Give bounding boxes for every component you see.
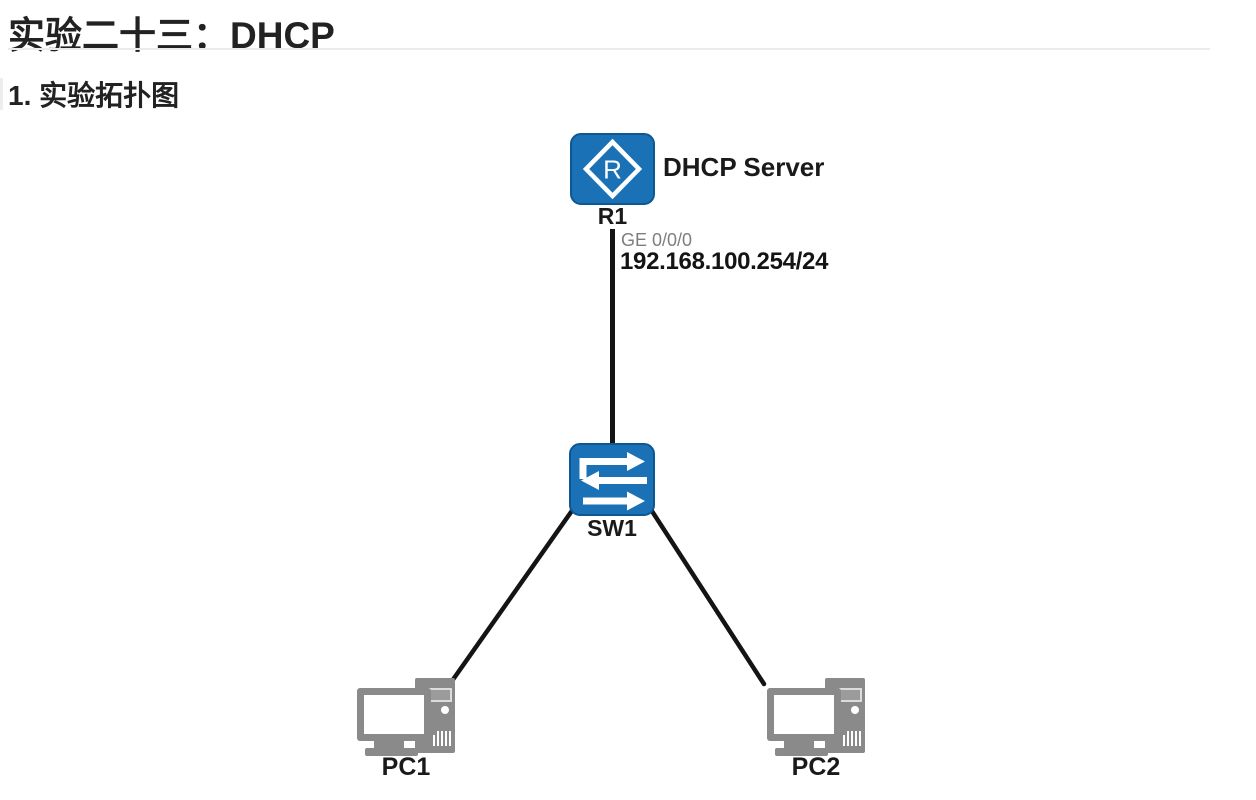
pc-power-button (441, 706, 449, 714)
title-divider (8, 48, 1210, 50)
ip-address-label: 192.168.100.254/24 (620, 248, 829, 275)
pc-vent (851, 731, 853, 746)
pc2-icon-shapes (767, 678, 865, 756)
router-label: R1 (597, 203, 628, 229)
section-heading: 1. 实验拓扑图 (8, 80, 180, 111)
pc-vent (847, 731, 849, 746)
switch-arrow-top-head (627, 452, 645, 471)
router-diamond-shape (582, 138, 643, 200)
pc-monitor-neck (784, 741, 814, 748)
pc-vent (449, 731, 451, 746)
pc-vent (441, 731, 443, 746)
router-icon: R (570, 133, 655, 205)
pc1-label: PC1 (381, 753, 431, 781)
pc-vent (433, 735, 435, 746)
pc-monitor-screen (364, 695, 424, 734)
pc-monitor-screen (774, 695, 834, 734)
pc2-label: PC2 (791, 753, 841, 781)
pc-power-button (851, 706, 859, 714)
pc-monitor-neck (374, 741, 404, 748)
pc-vent (445, 731, 447, 746)
pc-vent (859, 731, 861, 746)
pc-monitor-base (365, 748, 418, 756)
pc-vent (855, 731, 857, 746)
link-sw1-pc2 (645, 502, 767, 687)
switch-label: SW1 (587, 515, 637, 541)
switch-arrow-bottom-head (627, 491, 645, 511)
switch-icon (569, 443, 655, 516)
switch-arrow-top-shaft (579, 458, 627, 479)
pc1-icon-shapes (357, 678, 455, 756)
link-sw1-pc1 (449, 502, 579, 684)
pc1-icon (357, 678, 455, 756)
router-icon-letter: R (603, 155, 622, 185)
interface-label: GE 0/0/0 (621, 230, 693, 250)
left-edge-marker (0, 78, 3, 110)
router-icon-body (570, 133, 655, 205)
dhcp-server-annotation: DHCP Server (663, 152, 825, 182)
pc2-icon (767, 678, 865, 756)
switch-arrow-middle-head (581, 471, 599, 490)
pc-monitor-base (775, 748, 828, 756)
pc-vent (843, 735, 845, 746)
pc-vent (437, 731, 439, 746)
